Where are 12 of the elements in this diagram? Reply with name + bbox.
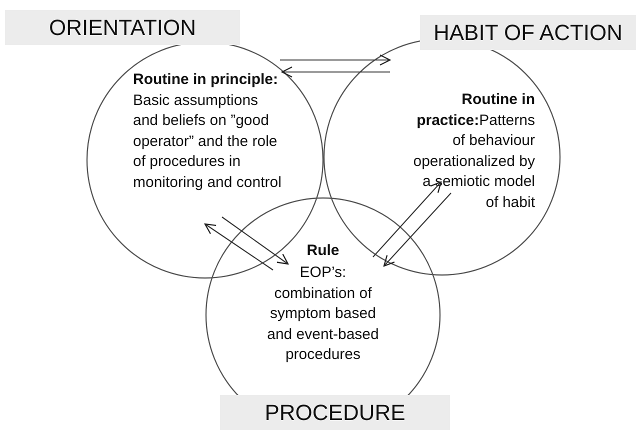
circle-text: Routine in principle: Basic assumptions and beliefs on ”good operator” and the role of procedures in monitoring and control <box>133 70 282 192</box>
arrow <box>281 66 390 78</box>
arrow <box>204 223 274 270</box>
arrow <box>372 181 442 258</box>
arrow <box>280 54 391 66</box>
circle-text: EOP’s: combination of symptom based and event-based procedures <box>266 263 380 365</box>
heading-band: ORIENTATION <box>5 10 240 45</box>
arrow <box>383 192 452 267</box>
arrow <box>222 216 289 265</box>
heading-band: HABIT OF ACTION <box>420 15 636 50</box>
circle-text: Routine in practice:Patterns of behaviour operationalized by a semiotic model of habit <box>412 90 535 212</box>
circle-heading: Rule <box>306 241 340 261</box>
